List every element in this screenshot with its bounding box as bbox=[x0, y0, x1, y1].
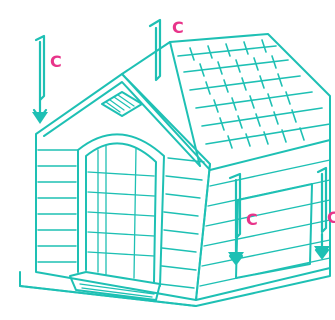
front-wall bbox=[36, 74, 210, 300]
roof-shingles bbox=[178, 40, 330, 148]
stake-label: C bbox=[50, 54, 62, 70]
door-interior-lines bbox=[88, 146, 154, 278]
roof-ridge bbox=[170, 42, 200, 166]
arrow-1 bbox=[32, 112, 48, 124]
stake-1 bbox=[36, 36, 44, 100]
stake-label: C bbox=[327, 210, 335, 226]
base-plate bbox=[20, 264, 330, 306]
roof bbox=[122, 34, 330, 170]
stake-label: C bbox=[246, 212, 258, 228]
gable-inner bbox=[44, 82, 200, 166]
stake-label: C bbox=[172, 20, 184, 36]
front-siding bbox=[38, 150, 204, 288]
